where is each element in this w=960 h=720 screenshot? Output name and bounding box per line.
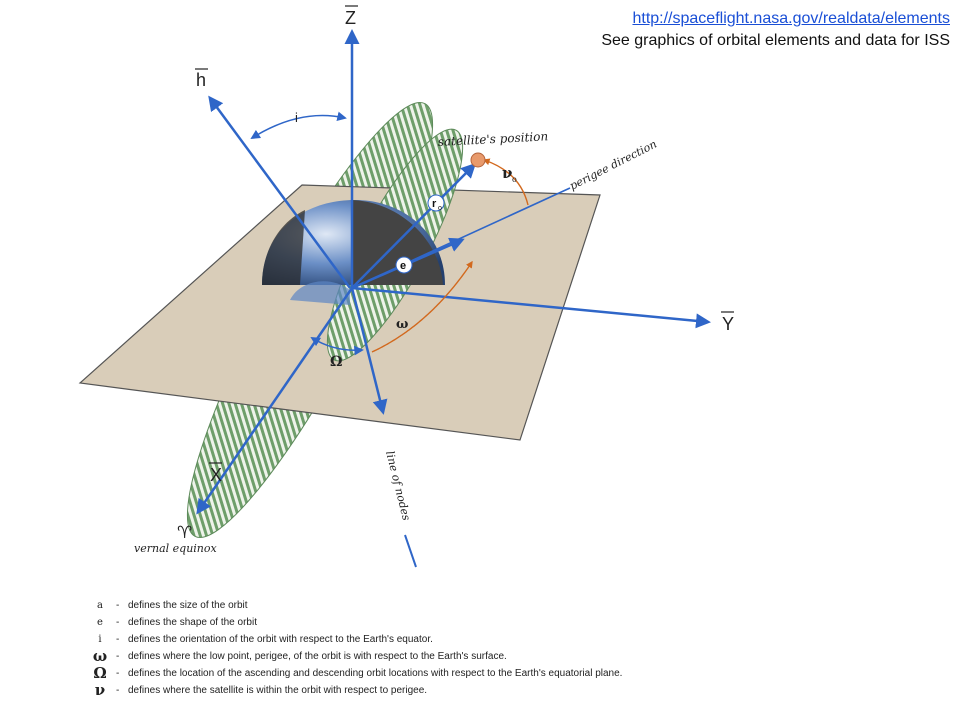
line-of-nodes [350,287,388,415]
h-axis [208,95,352,289]
earth-shadow-left [262,210,305,285]
raan-label: Ω [330,354,342,370]
line-of-nodes-label: line of nodes [383,450,413,523]
header: http://spaceflight.nasa.gov/realdata/ele… [601,8,950,52]
inclination-label: i [295,110,298,125]
legend-dash: - [116,685,120,696]
legend-symbol: a [97,600,103,611]
r-vector-subscript: o [438,205,442,212]
x-axis [196,287,354,515]
r-vector-label-bg [427,194,445,212]
e-vector-label-bg [395,256,413,274]
e-vector-label: e [400,260,406,272]
inclination-arc [250,111,347,140]
legend-text: defines where the satellite is within th… [128,685,428,696]
h-axis-label: h [196,70,206,90]
raan-arc [310,337,364,356]
legend-text: defines the orientation of the orbit wit… [128,634,433,645]
legend-text: defines the location of the ascending an… [128,668,623,679]
x-axis-label: X [210,465,222,485]
legend-dash: - [116,651,120,662]
true-anomaly-subscript: o [512,175,517,184]
legend-text: defines the shape of the orbit [128,617,257,628]
legend-dash: - [116,600,120,611]
legend-dash: - [116,634,120,645]
legend-symbol: e [97,617,103,628]
arg-perigee-label: ω [396,317,408,332]
legend-symbol: ω [92,647,108,665]
line-of-nodes-tail [404,534,417,568]
y-axis [351,286,711,329]
true-anomaly-label: ν [502,164,512,182]
legend-text: defines where the low point, perigee, of… [128,651,507,662]
satellite [470,152,486,168]
arg-perigee-arc [371,260,473,353]
y-axis-label: Y [722,314,734,334]
legend-symbol: i [98,634,102,645]
perigee-direction-label: perigee direction [567,137,658,192]
earth-highlight [290,281,350,305]
r-vector [351,162,477,289]
true-anomaly-arc [482,158,529,206]
r-vector-label: r [432,198,437,210]
legend-dash: - [116,668,120,679]
legend-text: defines the size of the orbit [128,600,248,611]
elements-link[interactable]: http://spaceflight.nasa.gov/realdata/ele… [632,10,950,27]
z-axis-label: Z [345,8,356,28]
legend-dash: - [116,617,120,628]
satellite-position-label: satellite's position [437,129,548,149]
legend-symbol: Ω [93,664,107,682]
vernal-equinox-symbol: ♈ [177,523,192,543]
vernal-equinox-label: vernal equinox [134,542,218,555]
legend-symbol: ν [94,681,106,699]
header-subtitle: See graphics of orbital elements and dat… [601,32,950,49]
